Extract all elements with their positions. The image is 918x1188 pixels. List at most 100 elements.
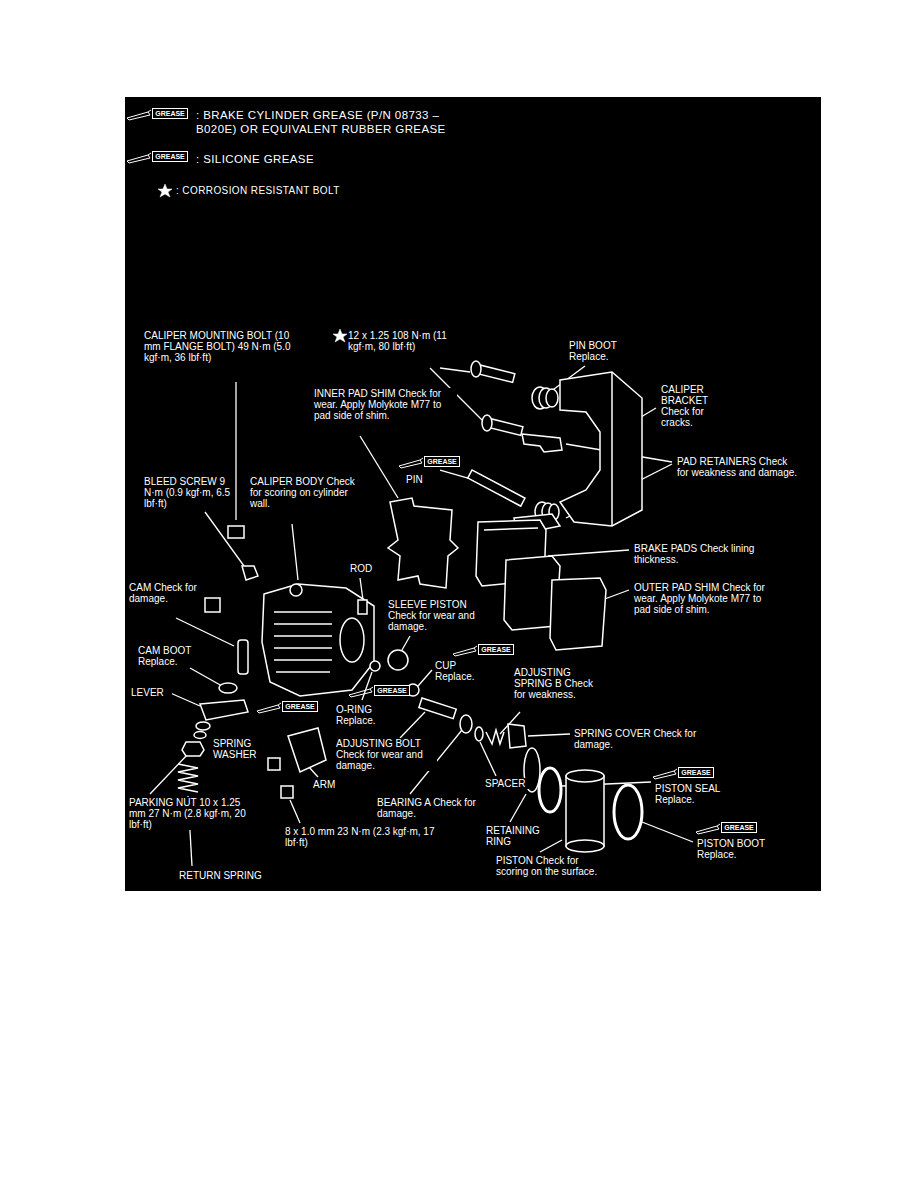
grease-icon: GREASE — [652, 766, 716, 780]
rod — [358, 600, 367, 614]
bolt-head — [471, 361, 481, 377]
part-label: RETURN SPRING — [178, 870, 270, 881]
piston-bottom — [566, 840, 604, 852]
part-label: PISTON SEAL Replace. — [654, 783, 738, 805]
part-label: CALIPER MOUNTING BOLT (10 mm FLANGE BOLT… — [143, 330, 295, 363]
part-label: CAM BOOT Replace. — [137, 645, 211, 667]
grease-icon: GREASE — [256, 700, 320, 714]
piston — [566, 776, 604, 846]
part-label: SPACER — [484, 778, 532, 789]
tube-outline — [349, 687, 373, 697]
adjusting-spring — [486, 730, 504, 744]
grease-word: GREASE — [721, 822, 757, 833]
piston-top — [566, 770, 604, 782]
leader-line — [418, 670, 432, 686]
leader-line — [540, 840, 562, 852]
grease-icon: GREASE — [126, 107, 190, 121]
part-label: LEVER — [130, 687, 172, 698]
part-label: RETAINING RING — [485, 825, 537, 847]
leader-line — [480, 742, 496, 776]
part-label: 8 x 1.0 mm 23 N·m (2.3 kgf·m, 17 lbf·ft) — [284, 826, 446, 848]
screw — [268, 758, 280, 770]
leader-line — [190, 668, 222, 686]
mounting-bolt — [228, 526, 244, 538]
caliper-body — [262, 584, 374, 696]
pad-lining-edge — [484, 528, 538, 530]
tube-outline — [453, 646, 477, 656]
part-label: 12 x 1.25 108 N·m (11 kgf·m, 80 lbf·ft) — [347, 330, 459, 352]
grease-word: GREASE — [152, 108, 188, 119]
leader-line — [150, 754, 188, 794]
inner-pad-shim — [388, 498, 458, 588]
return-spring — [178, 764, 198, 792]
part-label: PAD RETAINERS Check for weakness and dam… — [676, 456, 802, 478]
part-label: PISTON Check for scoring on the surface. — [495, 855, 601, 877]
part-label: PIN — [405, 474, 437, 485]
cylinder-bore — [340, 618, 364, 662]
spacer — [475, 727, 483, 741]
part-label: ARM — [312, 779, 344, 790]
part-label: SLEEVE PISTON Check for wear and damage. — [387, 599, 481, 632]
part-label: CUP Replace. — [434, 660, 498, 682]
o-ring — [370, 661, 380, 671]
spring-washer — [194, 732, 206, 739]
adjusting-bolt — [419, 698, 456, 719]
part-label: BRAKE PADS Check lining thickness. — [633, 543, 765, 565]
leader-line — [235, 382, 236, 520]
leader-line — [168, 692, 200, 706]
part-label: ADJUSTING BOLT Check for wear and damage… — [335, 738, 437, 771]
caliper-ear — [290, 584, 302, 596]
caliper-bracket — [560, 372, 642, 526]
part-label: CALIPER BRACKET Check for cracks. — [660, 384, 738, 428]
leader-line — [402, 636, 410, 650]
spring-cover — [508, 724, 526, 748]
lever — [200, 700, 248, 720]
legend-text: : CORROSION RESISTANT BOLT — [176, 184, 416, 198]
grease-icon: GREASE — [695, 821, 759, 835]
part-label: CALIPER BODY Check for scoring on cylind… — [249, 476, 363, 509]
part-label: BEARING A Check for damage. — [376, 797, 486, 819]
part-label: OUTER PAD SHIM Check for wear. Apply Mol… — [633, 582, 777, 615]
part-label: BLEED SCREW 9 N·m (0.9 kgf·m, 6.5 lbf·ft… — [143, 476, 235, 509]
bracket-edge — [611, 372, 613, 526]
star-symbol — [158, 184, 172, 197]
grease-word: GREASE — [424, 456, 460, 467]
sleeve-piston — [388, 650, 408, 670]
cam-boot — [219, 683, 237, 693]
cam — [238, 640, 248, 674]
pin — [468, 470, 525, 506]
part-label: O-RING Replace. — [335, 704, 397, 726]
tube-outline — [127, 153, 151, 163]
grease-icon: GREASE — [126, 150, 190, 164]
pin-boot — [532, 387, 558, 409]
part-label: INNER PAD SHIM Check for wear. Apply Mol… — [313, 388, 457, 421]
caliper-fins — [274, 612, 332, 672]
grease-word: GREASE — [478, 644, 514, 655]
bolt-head — [482, 415, 492, 431]
washer — [196, 722, 210, 730]
grease-word: GREASE — [374, 685, 410, 696]
part-label: PIN BOOT Replace. — [568, 340, 642, 362]
part-label: SPRING WASHER — [212, 738, 266, 760]
leader-line — [176, 618, 234, 646]
screw — [281, 786, 293, 798]
part-label: SPRING COVER Check for damage. — [573, 728, 717, 750]
grease-word: GREASE — [678, 767, 714, 778]
leader-line — [548, 550, 629, 556]
leader-lines — [150, 366, 693, 866]
leader-line — [360, 436, 398, 498]
pad-retainer — [522, 434, 562, 452]
piston-boot — [614, 785, 642, 839]
tube-outline — [257, 703, 281, 713]
tube-outline — [696, 824, 720, 834]
bleed-screw — [242, 566, 258, 580]
bearing-a — [460, 715, 472, 733]
leader-line — [290, 800, 300, 823]
leader-line — [528, 734, 570, 736]
part-label: ROD — [349, 563, 379, 574]
part-label: CAM Check for damage. — [128, 582, 202, 604]
leader-line — [440, 470, 468, 478]
arm — [288, 728, 326, 772]
grease-icon: GREASE — [348, 684, 412, 698]
